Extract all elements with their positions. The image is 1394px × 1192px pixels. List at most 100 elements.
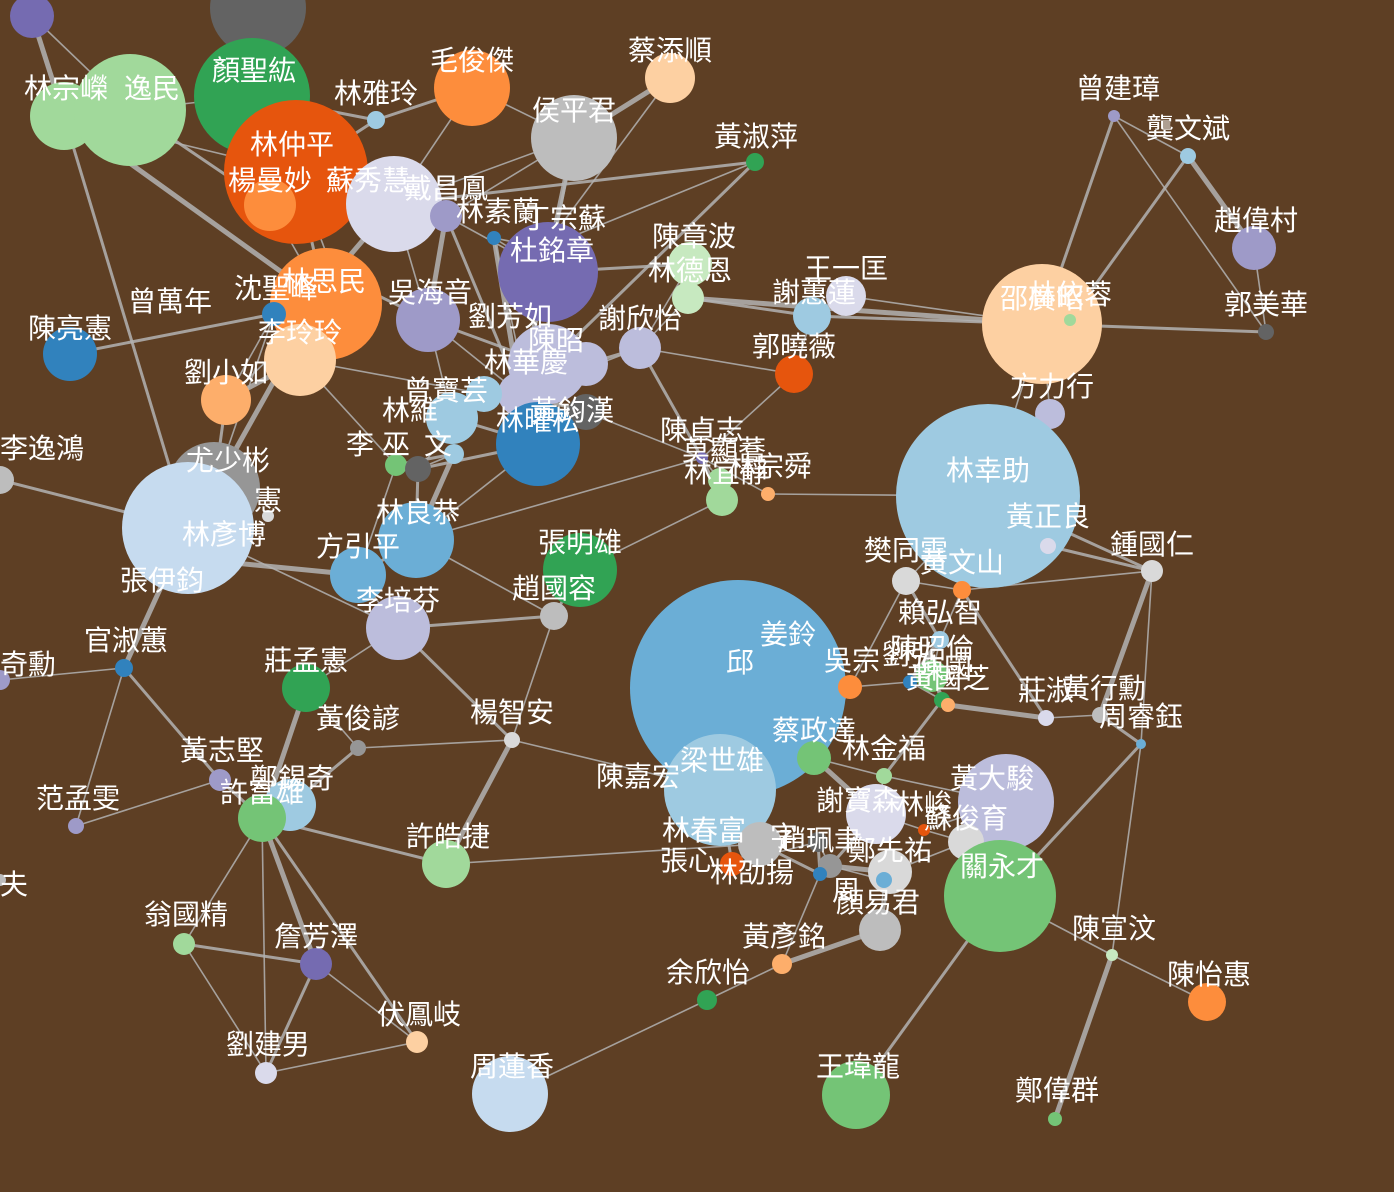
graph-node[interactable] (434, 50, 510, 126)
graph-node[interactable] (74, 54, 186, 166)
graph-node[interactable] (396, 288, 460, 352)
graph-node[interactable] (406, 1031, 428, 1053)
graph-node[interactable] (367, 111, 385, 129)
graph-node[interactable] (330, 547, 386, 603)
graph-node[interactable] (244, 179, 296, 231)
graph-node[interactable] (122, 462, 254, 594)
graph-node[interactable] (543, 533, 617, 607)
graph-node[interactable] (982, 264, 1102, 384)
graph-node[interactable] (668, 242, 712, 286)
graph-node[interactable] (1141, 560, 1163, 582)
graph-node[interactable] (1048, 1112, 1062, 1126)
graph-node[interactable] (350, 740, 366, 756)
graph-node[interactable] (793, 297, 831, 335)
graph-node[interactable] (0, 670, 10, 690)
graph-node[interactable] (619, 327, 661, 369)
graph-node[interactable] (944, 840, 1056, 952)
graph-node[interactable] (385, 454, 407, 476)
graph-node[interactable] (896, 404, 1080, 588)
graph-node[interactable] (892, 567, 920, 595)
graph-node[interactable] (422, 840, 470, 888)
graph-node[interactable] (1188, 983, 1226, 1021)
graph-node[interactable] (1232, 226, 1276, 270)
graph-node[interactable] (366, 596, 430, 660)
graph-node[interactable] (958, 754, 1054, 850)
graph-node[interactable] (430, 200, 462, 232)
graph-node[interactable] (426, 392, 478, 444)
graph-node[interactable] (761, 487, 775, 501)
graph-node[interactable] (498, 222, 598, 322)
graph-node[interactable] (444, 444, 464, 464)
graph-node[interactable] (918, 824, 930, 836)
graph-node[interactable] (916, 660, 948, 692)
graph-node[interactable] (564, 342, 608, 386)
graph-node[interactable] (846, 784, 906, 844)
graph-node[interactable] (630, 580, 846, 796)
graph-node[interactable] (524, 228, 564, 268)
graph-node[interactable] (531, 95, 617, 181)
graph-node[interactable] (300, 948, 332, 980)
node-label: 陳國 (916, 652, 972, 685)
graph-node[interactable] (1092, 707, 1108, 723)
graph-node[interactable] (1108, 110, 1120, 122)
graph-node[interactable] (173, 933, 195, 955)
graph-node[interactable] (953, 581, 971, 599)
graph-node[interactable] (1106, 949, 1118, 961)
graph-node[interactable] (903, 675, 917, 689)
graph-node[interactable] (326, 266, 342, 282)
graph-node[interactable] (10, 0, 54, 38)
graph-node[interactable] (838, 675, 862, 699)
graph-node[interactable] (346, 156, 442, 252)
graph-node[interactable] (822, 1061, 890, 1129)
graph-node[interactable] (0, 874, 6, 886)
graph-node[interactable] (262, 510, 274, 522)
graph-node[interactable] (746, 153, 764, 171)
graph-node[interactable] (282, 664, 330, 712)
graph-node[interactable] (1040, 538, 1056, 554)
graph-node[interactable] (826, 276, 866, 316)
graph-node[interactable] (706, 484, 738, 516)
graph-node[interactable] (808, 832, 828, 852)
graph-node[interactable] (696, 452, 708, 464)
graph-node[interactable] (720, 852, 744, 876)
graph-node[interactable] (0, 466, 14, 494)
graph-node[interactable] (813, 867, 827, 881)
graph-node[interactable] (262, 302, 286, 326)
graph-node[interactable] (672, 282, 704, 314)
graph-node[interactable] (772, 954, 792, 974)
graph-node[interactable] (255, 1062, 277, 1084)
graph-node[interactable] (43, 327, 97, 381)
graph-node[interactable] (697, 990, 717, 1010)
graph-node[interactable] (201, 375, 251, 425)
graph-node[interactable] (1180, 148, 1196, 164)
graph-node[interactable] (775, 355, 813, 393)
graph-node[interactable] (664, 734, 776, 846)
graph-node[interactable] (876, 872, 892, 888)
graph-node[interactable] (568, 394, 604, 430)
graph-node[interactable] (859, 909, 901, 951)
graph-node[interactable] (378, 502, 454, 578)
graph-node[interactable] (876, 768, 892, 784)
graph-node[interactable] (1258, 324, 1274, 340)
graph-node[interactable] (115, 659, 133, 677)
graph-node[interactable] (238, 794, 286, 842)
graph-node[interactable] (941, 698, 955, 712)
graph-node[interactable] (1038, 710, 1054, 726)
graph-node[interactable] (1035, 399, 1065, 429)
graph-node[interactable] (645, 53, 695, 103)
graph-node[interactable] (472, 1056, 548, 1132)
graph-node[interactable] (405, 456, 431, 482)
graph-node[interactable] (68, 818, 84, 834)
graph-node[interactable] (738, 822, 782, 866)
graph-node[interactable] (264, 324, 336, 396)
graph-node[interactable] (496, 402, 580, 486)
graph-node[interactable] (1136, 739, 1146, 749)
graph-node[interactable] (797, 741, 831, 775)
graph-node[interactable] (540, 602, 568, 630)
graph-node[interactable] (504, 732, 520, 748)
graph-node[interactable] (1064, 314, 1076, 326)
graph-node[interactable] (487, 231, 501, 245)
graph-node[interactable] (209, 769, 231, 791)
graph-node[interactable] (931, 631, 949, 649)
graph-node[interactable] (466, 376, 502, 412)
